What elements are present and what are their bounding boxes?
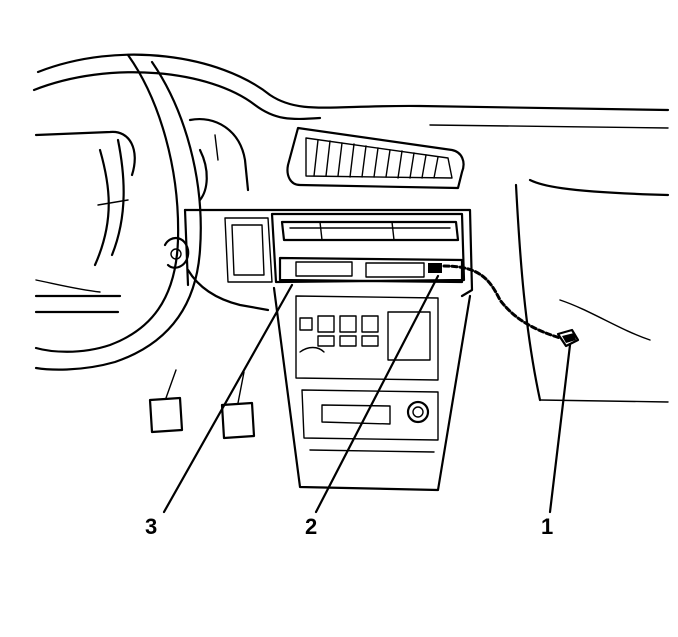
callout-label-1: 1 — [541, 514, 554, 539]
air-vent — [286, 126, 465, 190]
pedals — [35, 279, 256, 440]
callout-label-2: 2 — [305, 514, 318, 539]
steering-column — [163, 237, 270, 312]
callout-label-3: 3 — [145, 514, 158, 539]
right-dash-panel — [514, 178, 670, 403]
lower-console — [301, 389, 439, 453]
leader-lines — [162, 274, 572, 514]
steering-wheel — [34, 53, 202, 371]
center-console — [183, 208, 474, 492]
dashboard-top-edge — [32, 53, 670, 129]
harness-and-connector — [442, 264, 580, 348]
instrument-hood — [188, 117, 250, 202]
climate-controls — [299, 311, 431, 361]
radio-module — [270, 212, 466, 284]
